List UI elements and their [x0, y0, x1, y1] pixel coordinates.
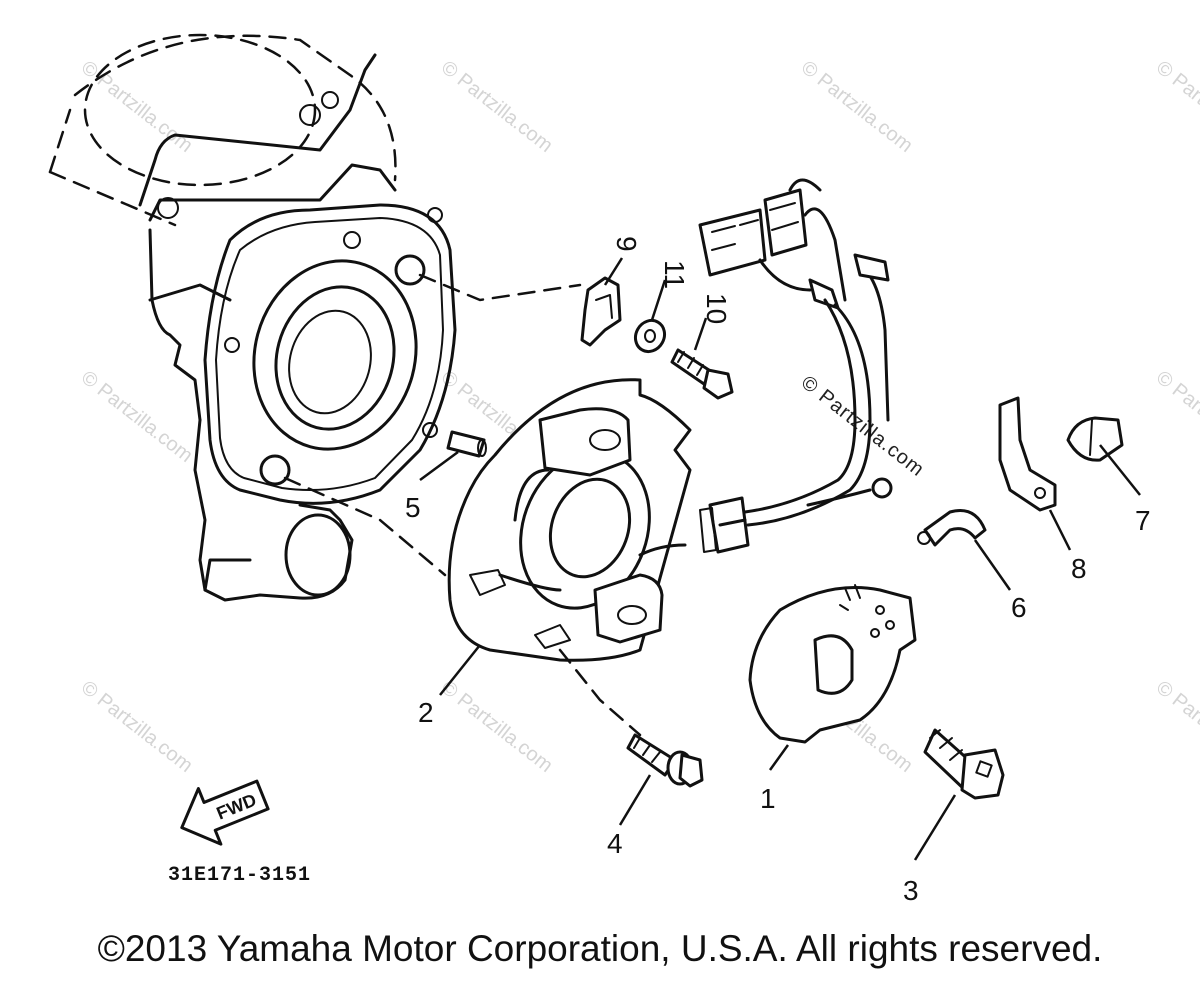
watermark: © Partzilla.com	[77, 367, 197, 467]
callout-1: 1	[760, 783, 776, 814]
callout-9: 9	[611, 236, 642, 252]
bolt-4	[626, 733, 704, 788]
timing-plate	[748, 584, 917, 744]
crankcase-illustration	[48, 33, 582, 602]
leader-lines	[419, 257, 1141, 861]
callout-4: 4	[607, 828, 623, 859]
clamp-6	[917, 509, 987, 547]
watermark: © Partzilla.com	[797, 57, 917, 157]
watermark: © Partzilla.com	[1152, 367, 1200, 467]
watermark: © Partzilla.com	[1152, 57, 1200, 157]
watermark: © Partzilla.com	[1152, 677, 1200, 777]
dowel-pin-5	[446, 430, 487, 458]
callout-7: 7	[1135, 505, 1151, 536]
holder-7	[1066, 416, 1124, 462]
diagram-part-number: 31E171-3151	[168, 864, 311, 887]
callout-10: 10	[701, 293, 732, 324]
callout-3: 3	[903, 875, 919, 906]
callout-5: 5	[405, 492, 421, 523]
copyright-notice: ©2013 Yamaha Motor Corporation, U.S.A. A…	[97, 928, 1103, 969]
callout-6: 6	[1011, 592, 1027, 623]
wire-harness	[638, 178, 893, 557]
washer-11	[633, 318, 667, 354]
watermark: © Partzilla.com	[77, 677, 197, 777]
watermark-dark: © Partzilla.com	[797, 372, 929, 482]
screw-10	[670, 348, 734, 400]
stator-base-plate	[447, 378, 750, 737]
watermark: © Partzilla.com	[437, 57, 557, 157]
bracket-8	[998, 396, 1057, 512]
callout-2: 2	[418, 697, 434, 728]
callout-8: 8	[1071, 553, 1087, 584]
callout-11: 11	[659, 260, 690, 289]
watermark: © Partzilla.com	[437, 677, 557, 777]
forward-arrow: FWD	[180, 779, 270, 846]
clip-9	[580, 276, 622, 347]
bolt-3	[923, 728, 1005, 800]
callout-labels: 1 2 3 4 5 6 7 8 9 10 11	[405, 236, 1151, 906]
